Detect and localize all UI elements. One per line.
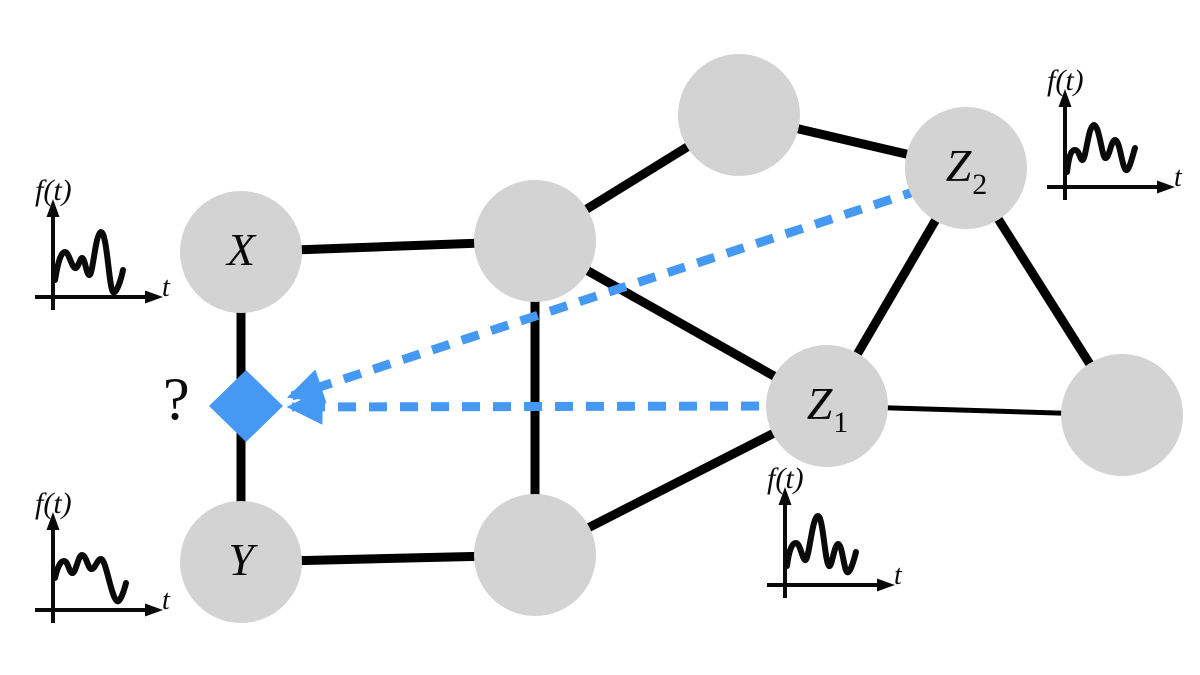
signal-curve (52, 229, 126, 296)
signal-curve (52, 552, 129, 605)
plot-xlabel: t (162, 272, 170, 303)
signal-plot-z2: f(t) t (1041, 66, 1191, 205)
graph-node-x (180, 191, 302, 313)
graph-node-right (1061, 354, 1183, 476)
graph-node-midtop (474, 180, 596, 302)
plot-axes (767, 487, 895, 598)
node-label-z1: Z1 (806, 378, 849, 438)
graph-node-z2 (905, 107, 1027, 229)
query-question-mark: ? (163, 366, 190, 432)
x-axis-arrow-icon (1157, 180, 1175, 194)
node-label-subscript: 2 (972, 168, 988, 202)
plot-ylabel: f(t) (767, 462, 804, 495)
query-diamond (209, 370, 283, 442)
node-label-base: Z (945, 140, 972, 192)
y-axis-arrow-icon (46, 199, 60, 217)
node-label-base: X (226, 224, 256, 276)
plot-ylabel: f(t) (35, 174, 72, 207)
plot-axes (35, 512, 163, 623)
signal-curve (784, 513, 859, 576)
dashed-arrow-z2-to-query (286, 175, 952, 404)
plot-axes (1047, 89, 1175, 200)
plot-axes (35, 199, 163, 310)
graph-node-top (678, 54, 800, 176)
y-axis-arrow-icon (778, 487, 792, 505)
plot-xlabel: t (894, 560, 902, 591)
plot-xlabel: t (1174, 162, 1182, 193)
y-axis-arrow-icon (1058, 89, 1072, 107)
x-axis-arrow-icon (877, 578, 895, 592)
node-label-z2: Z2 (945, 140, 988, 200)
plot-xlabel: t (162, 585, 170, 616)
dashed-arrow-z1-to-query (286, 388, 791, 425)
y-axis-arrow-icon (46, 512, 60, 530)
graph-node-z1 (766, 345, 888, 467)
signal-curve (1064, 122, 1138, 175)
plot-ylabel: f(t) (35, 487, 72, 520)
graph-node-midbottom (474, 494, 596, 616)
signal-plot-z1: f(t) t (761, 464, 911, 603)
node-label-subscript: 1 (833, 406, 849, 440)
node-label-x: X (227, 227, 255, 273)
node-label-base: Y (228, 534, 254, 586)
x-axis-arrow-icon (145, 290, 163, 304)
plot-ylabel: f(t) (1047, 64, 1084, 97)
graph-node-y (180, 501, 302, 623)
node-label-base: Z (806, 378, 833, 430)
node-label-y: Y (228, 537, 254, 583)
signal-plot-y: f(t) t (29, 489, 179, 628)
signal-plot-x: f(t) t (29, 176, 179, 315)
x-axis-arrow-icon (145, 603, 163, 617)
